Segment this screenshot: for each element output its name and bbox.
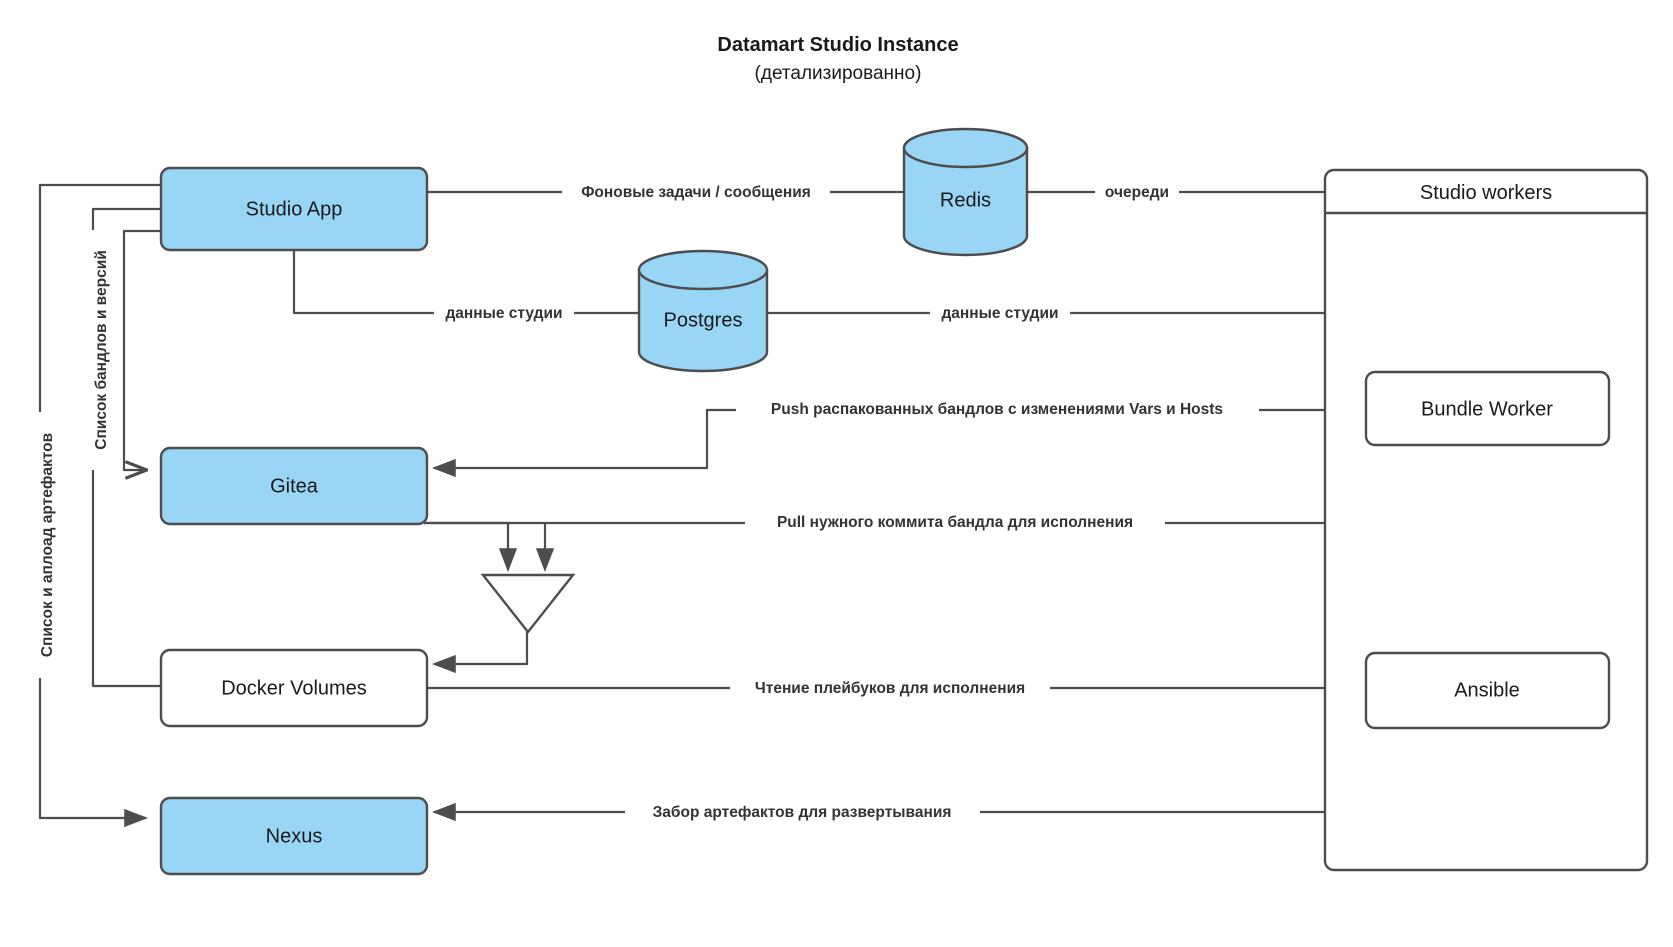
page-subtitle: (детализированно) — [755, 63, 922, 84]
node-nexus[interactable]: Nexus — [159, 796, 429, 876]
edge-path-ansible-nexus — [432, 728, 1481, 822]
edge-label-studio-data-right: данные студии — [941, 305, 1058, 322]
postgres-label: Postgres — [664, 309, 743, 331]
edge-label-bg-1 — [562, 181, 830, 204]
postgres-cylinder-top — [637, 249, 769, 291]
node-studio-workers[interactable]: Studio workers — [1323, 168, 1649, 872]
nexus-label: Nexus — [266, 825, 323, 847]
merge-junction-triangle — [480, 573, 576, 634]
bundle-worker-box — [1364, 370, 1611, 447]
node-merge-junction[interactable] — [480, 573, 576, 634]
postgres-cylinder-body — [637, 268, 769, 373]
edge-label-push-bundles: Push распакованных бандлов с изменениями… — [771, 401, 1223, 418]
edge-label-pull-commit: Pull нужного коммита бандла для исполнен… — [777, 514, 1133, 531]
ansible-label: Ansible — [1454, 679, 1520, 701]
node-docker-volumes[interactable]: Docker Volumes — [159, 648, 429, 728]
gitea-label: Gitea — [270, 475, 319, 497]
edge-path-gitea-junction — [424, 521, 518, 572]
studio-workers-label: Studio workers — [1420, 182, 1552, 204]
edge-label-bg-3 — [434, 302, 574, 325]
node-studio-app[interactable]: Studio App — [159, 166, 429, 252]
edge-label-bg-10 — [36, 412, 58, 678]
edge-path-studioapp-gitea-list — [122, 229, 161, 470]
edge-label-group-artifact-list: Список и аплоад артефактов — [36, 412, 58, 678]
edge-label-bg-9 — [90, 230, 112, 470]
node-postgres[interactable]: Postgres — [637, 249, 769, 373]
edge-label-bg-7 — [730, 677, 1050, 700]
edge-label-bg-6 — [745, 512, 1165, 535]
edge-label-bg-4 — [930, 302, 1070, 325]
page-title: Datamart Studio Instance — [717, 34, 958, 56]
edge-label-queues: очереди — [1105, 184, 1169, 201]
node-ansible[interactable]: Ansible — [1364, 651, 1611, 730]
edge-label-background-tasks: Фоновые задачи / сообщения — [581, 184, 811, 201]
edge-label-read-playbooks: Чтение плейбуков для исполнения — [755, 680, 1025, 697]
docker-volumes-label: Docker Volumes — [221, 677, 367, 699]
edge-label-bg-5 — [736, 399, 1259, 422]
edge-label-bg-2 — [1095, 181, 1179, 204]
ansible-box — [1364, 651, 1611, 730]
edge-label-artifact-list: Список и аплоад артефактов — [39, 433, 56, 657]
docker-volumes-box — [159, 648, 429, 728]
edge-label-bg-8 — [625, 801, 980, 824]
node-bundle-worker[interactable]: Bundle Worker — [1364, 370, 1611, 447]
edge-path-junction-dockervolumes — [432, 630, 529, 674]
nexus-box — [159, 796, 429, 876]
redis-label: Redis — [940, 189, 991, 211]
studio-app-box — [159, 166, 429, 252]
edge-path-gitea-bundleworker — [424, 443, 1450, 525]
node-gitea[interactable]: Gitea — [159, 446, 429, 526]
edge-label-group-bundle-list: Список бандлов и версий — [90, 230, 112, 470]
redis-cylinder-body — [902, 146, 1029, 257]
edge-label-fetch-artifacts: Забор артефактов для развертывания — [653, 804, 952, 821]
node-redis[interactable]: Redis — [902, 127, 1029, 257]
studio-app-label: Studio App — [246, 198, 343, 220]
gitea-box — [159, 446, 429, 526]
redis-cylinder-top — [902, 127, 1029, 169]
edge-label-layer: Фоновые задачи / сообщения очереди данны… — [36, 181, 1259, 824]
edge-label-studio-data-left: данные студии — [445, 305, 562, 322]
edge-label-bundle-list: Список бандлов и версий — [93, 250, 110, 450]
studio-workers-frame — [1323, 168, 1649, 872]
bundle-worker-label: Bundle Worker — [1421, 398, 1553, 420]
